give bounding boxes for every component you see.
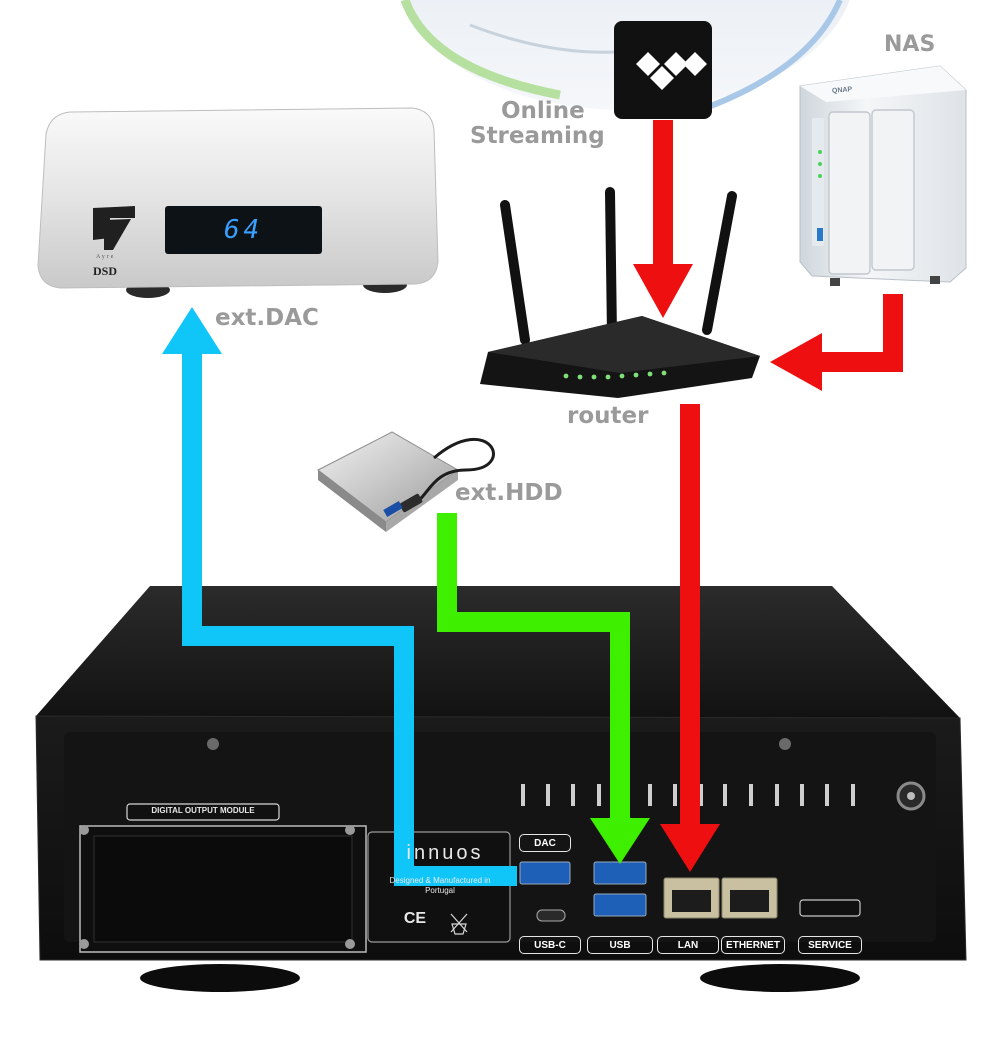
streaming-to-router-arrow	[633, 120, 693, 318]
hdd-device	[317, 431, 495, 532]
server-device	[35, 586, 967, 992]
server-brand: innuos	[406, 842, 484, 864]
router-to-server-arrow	[660, 404, 720, 872]
dac-display: 64	[165, 206, 322, 254]
port-label-usb: USB	[587, 936, 653, 954]
router-label: router	[567, 403, 649, 429]
streaming-label-line2: Streaming	[470, 123, 605, 149]
streaming-label-line1: Online	[501, 98, 585, 124]
dac-display-value: 64	[223, 215, 264, 245]
dac-brand: Ayre	[96, 254, 116, 260]
server-made-in: Designed & Manufactured in Portugal	[389, 876, 491, 895]
dac-device	[37, 107, 439, 298]
port-label-service: SERVICE	[798, 936, 862, 954]
port-label-dac: DAC	[519, 834, 571, 852]
dac-label: ext.DAC	[215, 305, 319, 331]
module-plate-label: DIGITAL OUTPUT MODULE	[151, 806, 255, 815]
nas-to-router-arrow	[770, 294, 903, 391]
hdd-label: ext.HDD	[455, 480, 563, 506]
dac-connection-arrow	[162, 307, 517, 886]
ce-mark: CE	[403, 910, 427, 927]
nas-device	[799, 65, 967, 286]
port-label-usbc: USB-C	[519, 936, 581, 954]
hdd-connection-arrow	[437, 513, 650, 864]
port-label-lan: LAN	[657, 936, 719, 954]
nas-label: NAS	[884, 32, 936, 57]
dac-model: DSD	[93, 264, 118, 278]
port-label-ethernet: ETHERNET	[721, 936, 785, 954]
tidal-icon	[614, 21, 712, 119]
router-device	[480, 187, 760, 398]
